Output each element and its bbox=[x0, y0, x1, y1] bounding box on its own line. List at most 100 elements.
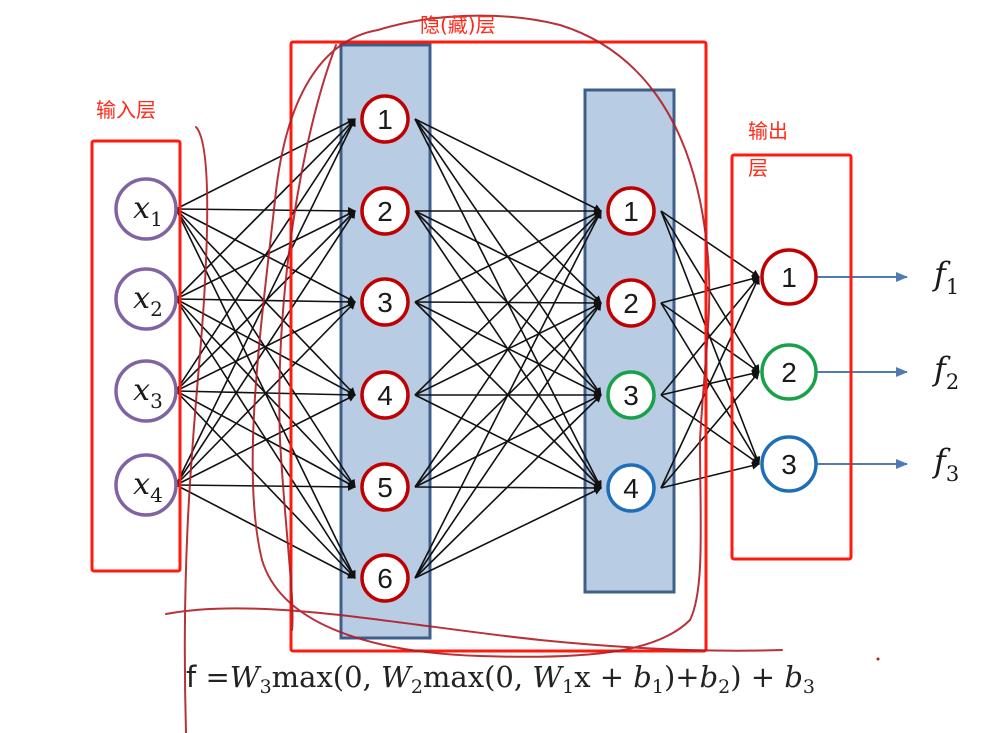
hidden1-node-4: 4 bbox=[360, 370, 410, 420]
output-node-2: 2 bbox=[760, 343, 818, 401]
input-node-x3: x3 bbox=[114, 359, 178, 423]
output-node-label: 1 bbox=[781, 262, 797, 293]
edge-input-3-to-hidden1-5 bbox=[175, 390, 356, 488]
edge-input-3-to-hidden1-6 bbox=[175, 390, 356, 579]
edge-input-4-to-hidden1-6 bbox=[175, 484, 356, 579]
formula-close2: ) + bbox=[730, 660, 785, 694]
hidden2-band bbox=[583, 88, 676, 594]
formula-x-plus: x + bbox=[574, 660, 634, 694]
hidden1-node-label: 6 bbox=[377, 563, 393, 594]
input-layer-box bbox=[90, 139, 182, 573]
edge-hidden1-3-to-hidden2-1 bbox=[414, 210, 602, 303]
edge-hidden1-1-to-hidden2-1 bbox=[414, 118, 602, 212]
hidden2-node-1: 1 bbox=[606, 186, 656, 236]
output-node-label: 3 bbox=[781, 449, 797, 480]
hidden1-node-6: 6 bbox=[360, 553, 410, 603]
hidden-layer-label: 隐(藏)层 bbox=[420, 13, 496, 37]
hidden1-node-circle bbox=[360, 94, 410, 144]
input-node-circle bbox=[114, 177, 178, 241]
hidden1-band bbox=[339, 43, 432, 640]
formula-max2: max(0, bbox=[422, 660, 533, 694]
edge-hidden1-4-to-hidden2-1 bbox=[414, 210, 602, 396]
formula-close1: )+ bbox=[663, 660, 700, 694]
output-value-f1: f1 bbox=[932, 255, 959, 299]
input-node-circle bbox=[114, 453, 178, 517]
output-node-3: 3 bbox=[760, 435, 818, 493]
formula-b2-sub: 2 bbox=[718, 676, 731, 698]
input-node-x1: x1 bbox=[114, 177, 178, 241]
formula-w1-sub: 1 bbox=[562, 676, 575, 698]
hidden1-node-3: 3 bbox=[360, 277, 410, 327]
output-arrows bbox=[813, 272, 908, 469]
edge-input-4-to-hidden1-4 bbox=[175, 394, 356, 486]
edge-hidden1-6-to-hidden2-1 bbox=[414, 210, 602, 579]
formula-b1-sub: 1 bbox=[651, 676, 664, 698]
hidden1-node-1: 1 bbox=[360, 94, 410, 144]
hidden2-node-3: 3 bbox=[606, 370, 656, 420]
output-layer-label-line2: 层 bbox=[748, 156, 768, 180]
pen-stroke-underline bbox=[165, 607, 783, 652]
formula-b2: b bbox=[699, 660, 719, 694]
hidden1-node-label: 2 bbox=[377, 196, 393, 227]
input-node-circle bbox=[114, 267, 178, 331]
hidden1-node-label: 4 bbox=[377, 380, 393, 411]
hidden1-node-label: 3 bbox=[377, 287, 393, 318]
hidden2-node-circle bbox=[606, 370, 656, 420]
edge-input-4-to-hidden1-3 bbox=[175, 301, 356, 486]
edge-hidden2-1-to-output-1 bbox=[660, 210, 760, 278]
output-node-circle bbox=[760, 248, 818, 306]
hidden1-node-5: 5 bbox=[360, 462, 410, 512]
edge-input-1-to-hidden1-1 bbox=[175, 118, 356, 210]
edge-input-4-to-hidden1-1 bbox=[175, 118, 356, 486]
input-node-label: x4 bbox=[133, 467, 163, 507]
edge-input-3-to-hidden1-1 bbox=[175, 118, 356, 392]
hidden2-node-4: 4 bbox=[606, 463, 656, 513]
hidden1-node-circle bbox=[360, 462, 410, 512]
hidden2-node-label: 4 bbox=[623, 473, 639, 504]
output-layer-box bbox=[730, 153, 853, 561]
input-node-x4: x4 bbox=[114, 453, 178, 517]
output-node-1: 1 bbox=[760, 248, 818, 306]
formula-w3-sub: 3 bbox=[259, 676, 272, 698]
formula-w2: W bbox=[381, 660, 411, 694]
output-node-circle bbox=[760, 435, 818, 493]
formula-lhs: f bbox=[186, 660, 197, 694]
hidden2-node-2: 2 bbox=[606, 278, 656, 328]
edge-hidden2-4-to-output-3 bbox=[660, 461, 760, 489]
edge-hidden1-6-to-hidden2-4 bbox=[414, 487, 602, 579]
formula-b3-sub: 3 bbox=[802, 676, 815, 698]
output-layer-label-line1: 输出 bbox=[748, 119, 788, 143]
hidden1-node-label: 5 bbox=[377, 472, 393, 503]
pen-stroke-hidden-loop bbox=[251, 14, 711, 658]
formula-w3: W bbox=[229, 660, 260, 694]
hidden2-node-circle bbox=[606, 463, 656, 513]
edge-hidden1-5-to-hidden2-1 bbox=[414, 210, 602, 488]
edge-hidden1-6-to-hidden2-3 bbox=[414, 394, 602, 579]
formula-eq: = bbox=[205, 660, 230, 694]
formula-b1: b bbox=[633, 660, 652, 694]
edge-hidden1-6-to-hidden2-2 bbox=[414, 302, 602, 579]
hidden1-node-circle bbox=[360, 186, 410, 236]
edge-input-4-to-hidden1-2 bbox=[175, 210, 356, 486]
output-node-label: 2 bbox=[781, 357, 797, 388]
formula-b3: b bbox=[784, 660, 803, 694]
hidden1-node-circle bbox=[360, 370, 410, 420]
hidden2-node-label: 2 bbox=[623, 288, 639, 319]
edge-input-4-to-hidden1-5 bbox=[175, 482, 356, 491]
edge-input-3-to-hidden1-3 bbox=[175, 301, 356, 392]
hidden2-node-circle bbox=[606, 278, 656, 328]
input-node-x2: x2 bbox=[114, 267, 178, 331]
formula-w2-sub: 2 bbox=[410, 676, 423, 698]
hidden1-node-circle bbox=[360, 553, 410, 603]
hidden1-node-label: 1 bbox=[377, 104, 393, 135]
hidden2-node-label: 1 bbox=[623, 196, 639, 227]
edge-hidden2-4-to-output-2 bbox=[660, 371, 760, 489]
input-layer-label: 输入层 bbox=[96, 98, 156, 122]
pen-dot bbox=[876, 657, 880, 661]
edge-hidden2-3-to-output-1 bbox=[660, 276, 760, 396]
formula-max1: max(0, bbox=[271, 660, 382, 694]
output-node-circle bbox=[760, 343, 818, 401]
hidden1-node-2: 2 bbox=[360, 186, 410, 236]
